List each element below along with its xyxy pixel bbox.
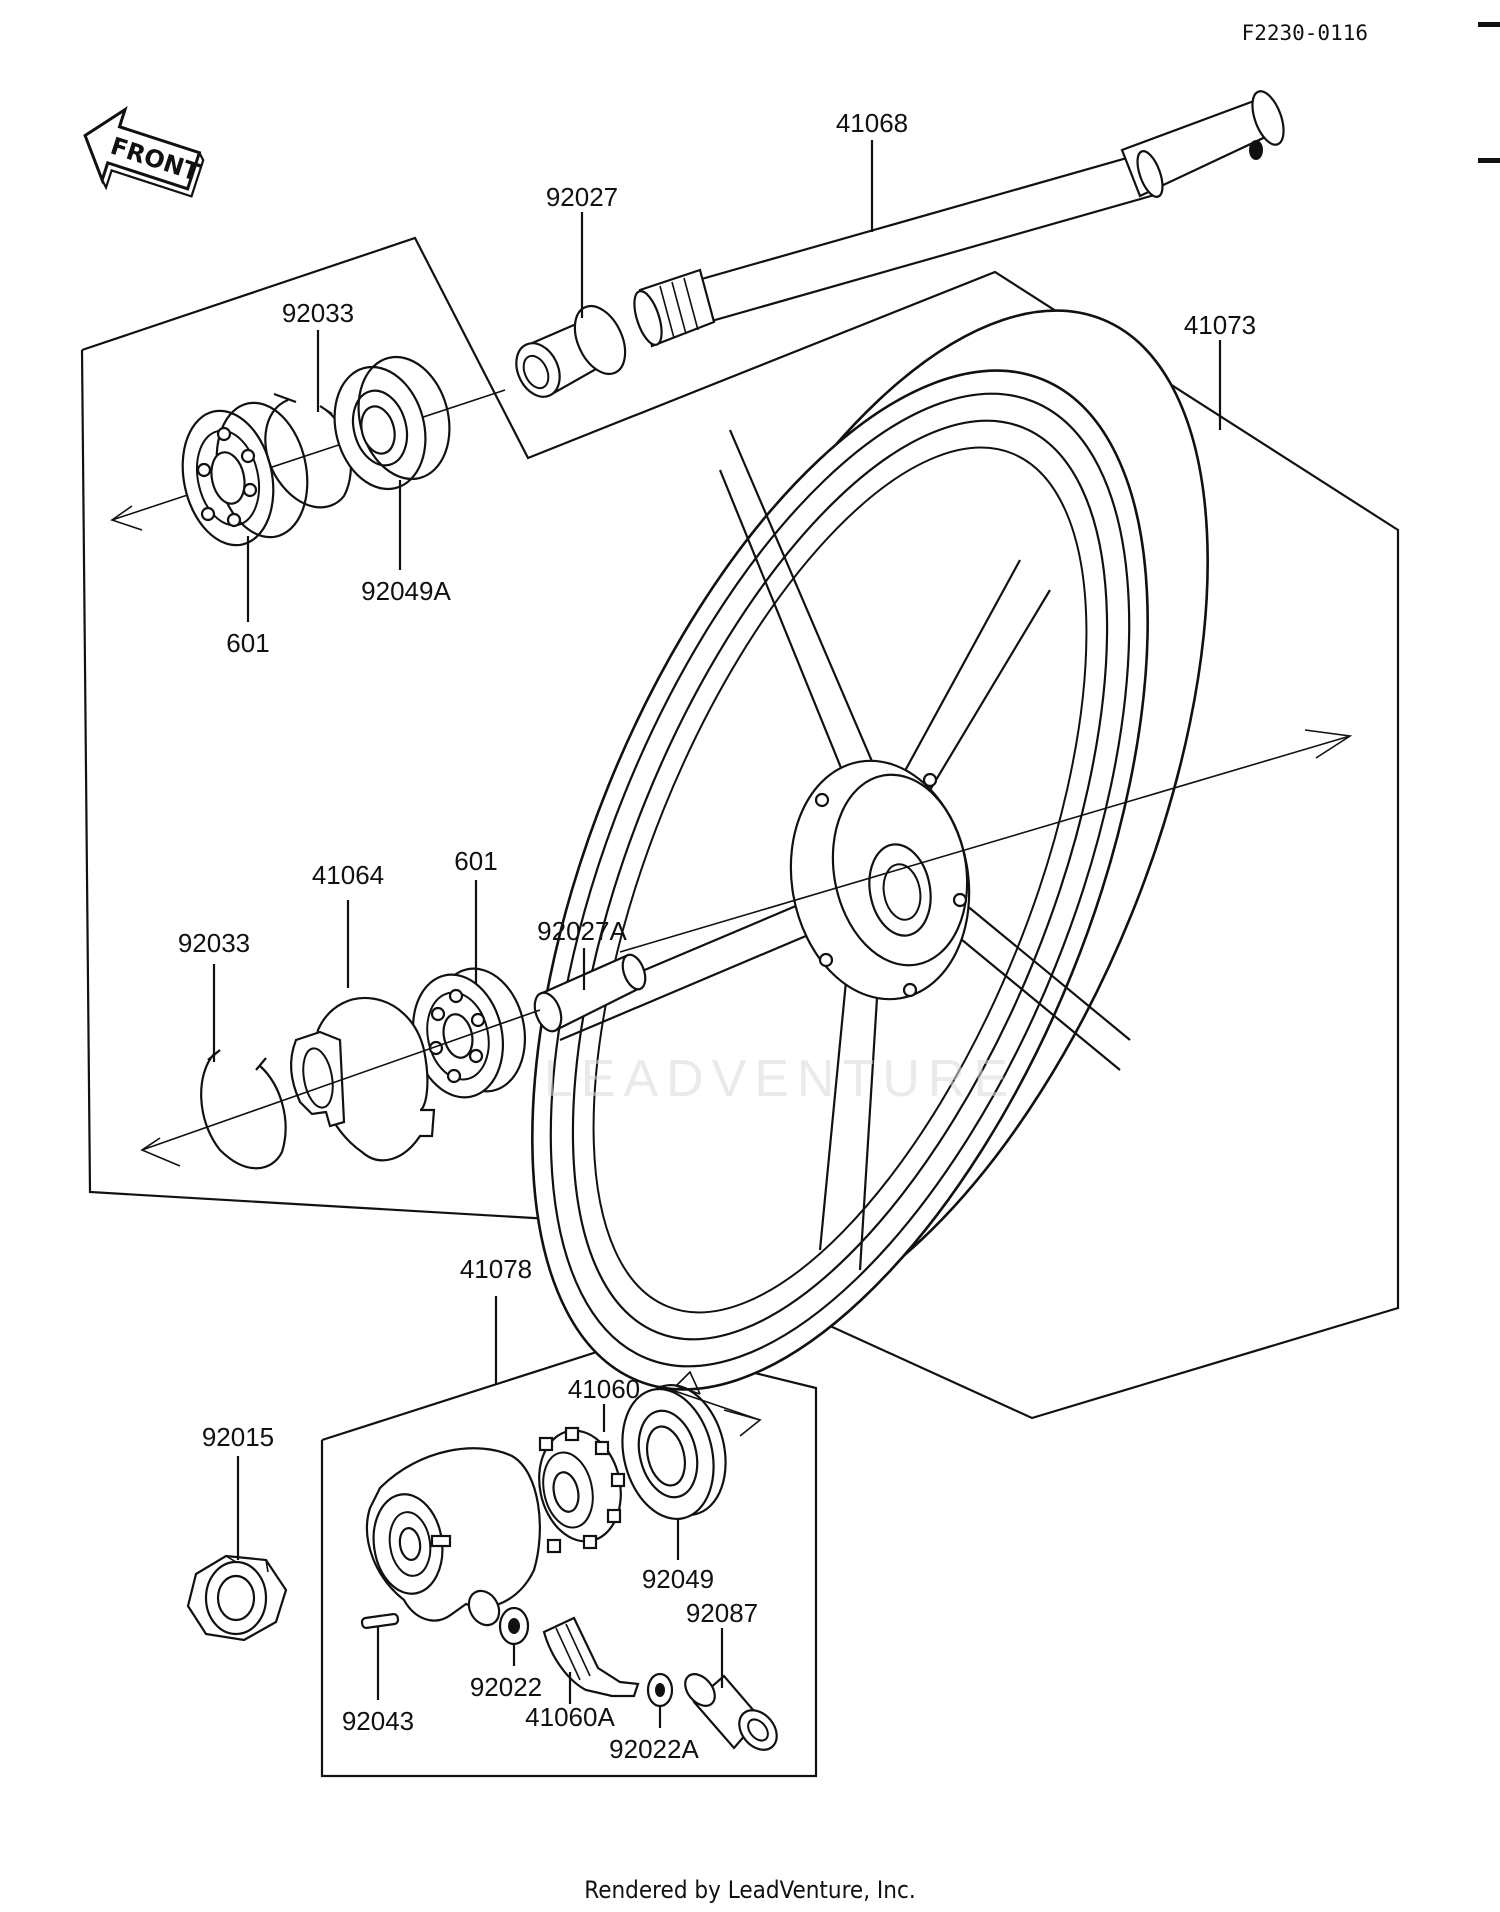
circlip-92033-mid <box>200 1049 287 1170</box>
footer-credit: Rendered by LeadVenture, Inc. <box>584 1876 915 1904</box>
edge-mark-bottom <box>1478 158 1500 163</box>
bushing-92087 <box>684 1673 778 1751</box>
upper-centerline <box>111 389 506 521</box>
bearing-601-mid <box>411 967 527 1099</box>
pinion-41060A <box>542 1616 640 1698</box>
label-92049A: 92049A <box>361 576 451 606</box>
label-601-mid: 601 <box>454 846 497 876</box>
watermark: LEADVENTURE <box>544 1050 1016 1108</box>
label-92027: 92027 <box>546 182 618 212</box>
label-92049: 92049 <box>642 1564 714 1594</box>
label-41064: 41064 <box>312 860 384 890</box>
speedo-centerline <box>659 1385 761 1421</box>
diagram-code: F2230-0116 <box>1242 21 1368 45</box>
label-41060: 41060 <box>568 1374 640 1404</box>
speedo-arrow-icon <box>723 1409 762 1437</box>
label-92033-top: 92033 <box>282 298 354 328</box>
label-92043: 92043 <box>342 1706 414 1736</box>
label-41068: 41068 <box>836 108 908 138</box>
speedo-box-frame <box>320 1340 818 1778</box>
label-92027A: 92027A <box>537 916 627 946</box>
label-41073: 41073 <box>1184 310 1256 340</box>
oil-seal-92049A <box>333 355 451 491</box>
lower-centerline <box>141 1009 541 1151</box>
axle-nut-92015 <box>186 1554 288 1642</box>
label-41078: 41078 <box>460 1254 532 1284</box>
wheel-arrow-icon <box>1304 729 1353 759</box>
label-601-top: 601 <box>226 628 269 658</box>
front-arrow-icon: FRONT <box>83 106 205 198</box>
wheel-centerline <box>619 735 1351 953</box>
label-92015: 92015 <box>202 1422 274 1452</box>
collar-92027 <box>515 304 627 398</box>
oil-seal-92049 <box>621 1383 727 1521</box>
gear-41060 <box>538 1426 626 1554</box>
assembly-frame <box>80 236 1400 1420</box>
lower-arrow-icon <box>140 1137 181 1167</box>
bearing-601-upper <box>181 401 309 547</box>
label-92022: 92022 <box>470 1672 542 1702</box>
washer-92022 <box>498 1606 530 1646</box>
label-92033-mid: 92033 <box>178 928 250 958</box>
edge-mark-top <box>1478 22 1500 27</box>
collar-92027A <box>533 953 647 1033</box>
axle-shaft <box>633 90 1285 348</box>
speedo-gearbox <box>365 1447 541 1627</box>
label-41060A: 41060A <box>525 1702 615 1732</box>
plate-41064 <box>289 996 436 1162</box>
washer-92022A <box>646 1672 674 1708</box>
upper-arrow-icon <box>110 505 143 531</box>
wheel-41073 <box>531 309 1209 1391</box>
label-92087: 92087 <box>686 1598 758 1628</box>
label-92022A: 92022A <box>609 1734 699 1764</box>
pin-92043 <box>360 1612 400 1630</box>
